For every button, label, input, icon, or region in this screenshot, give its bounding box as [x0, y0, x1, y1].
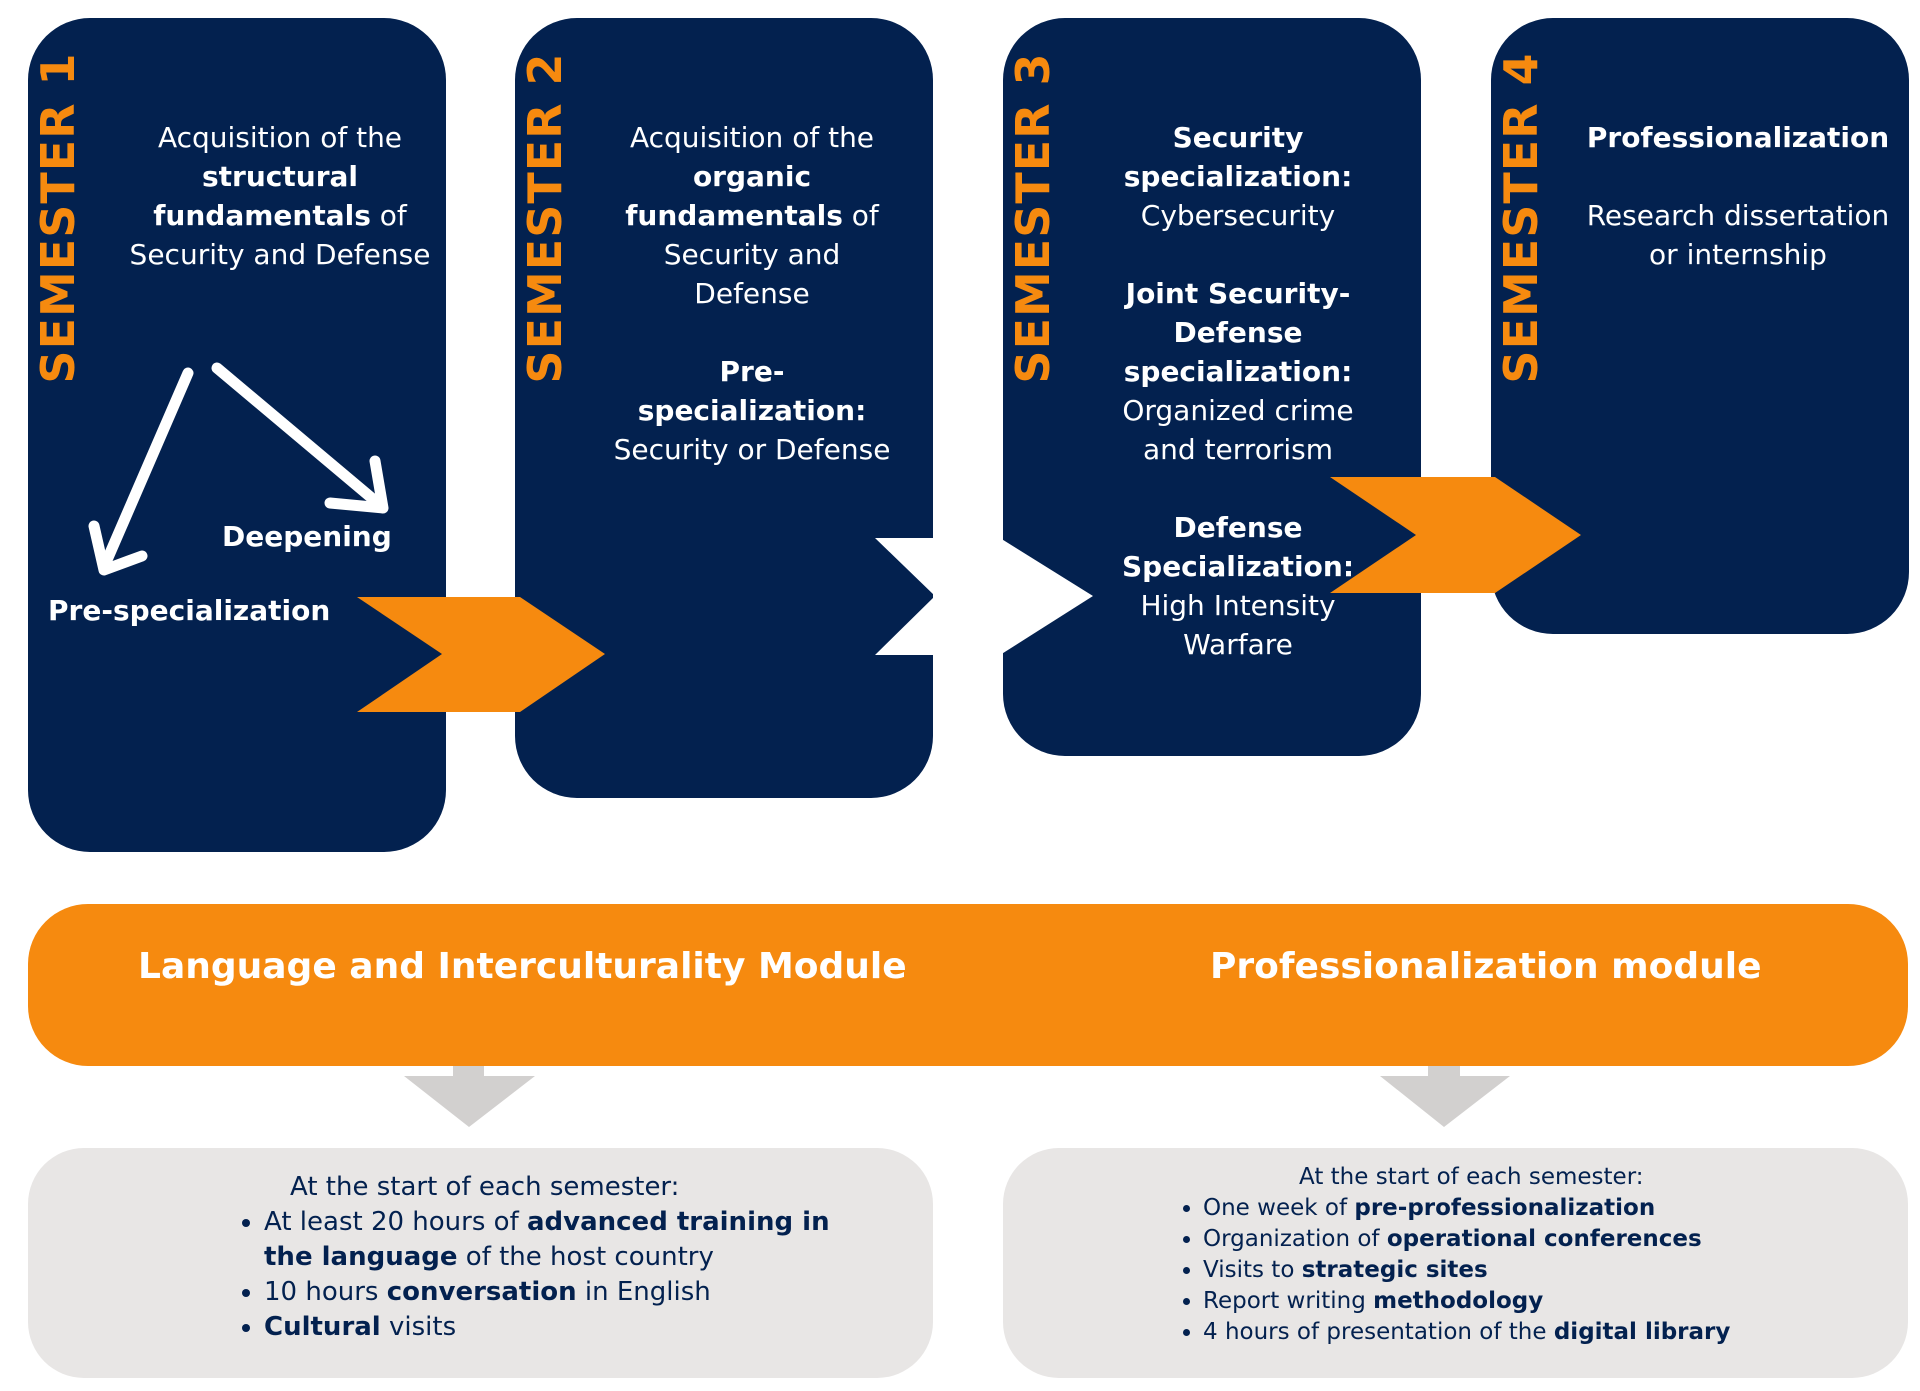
deepening-label: Deepening — [222, 520, 392, 553]
deepening-arrow — [211, 362, 386, 511]
prespecialization-arrow — [98, 367, 194, 573]
semester-4-text: Professionalization Research dissertatio… — [1586, 121, 1890, 271]
list-item: Cultural visits — [264, 1310, 873, 1345]
right-box-heading: At the start of each semester: — [1299, 1164, 1644, 1190]
professionalization-module-title: Professionalization module — [1210, 946, 1762, 987]
left-box-heading: At the start of each semester: — [290, 1172, 680, 1202]
list-item: 10 hours conversation in English — [264, 1275, 873, 1310]
language-module-title: Language and Interculturality Module — [138, 946, 907, 987]
language-module-details: At the start of each semester: At least … — [28, 1148, 933, 1378]
left-module-down-arrow — [404, 1052, 535, 1127]
list-item: Visits to strategic sites — [1203, 1255, 1868, 1286]
modules-band — [28, 904, 1908, 1066]
white-chevron-notch-right — [1000, 538, 1093, 655]
list-item: At least 20 hours of advanced training i… — [264, 1205, 873, 1275]
semester-3-text: Security specialization: Cybersecurity J… — [1121, 121, 1355, 661]
right-module-down-arrow — [1380, 1052, 1510, 1127]
list-item: 4 hours of presentation of the digital l… — [1203, 1317, 1868, 1348]
orange-chevron-1-2 — [357, 597, 605, 712]
orange-chevron-3-4 — [1330, 477, 1581, 593]
list-item: One week of pre-professionalization — [1203, 1193, 1868, 1224]
semester-1-text: Acquisition of the structural fundamenta… — [129, 121, 431, 271]
list-item: Organization of operational conferences — [1203, 1224, 1868, 1255]
semester-2-box: SEMESTER 2 Acquisition of the organic fu… — [515, 18, 933, 798]
right-box-list: One week of pre-professionalization Orga… — [1163, 1193, 1868, 1348]
white-chevron-notch-left — [875, 538, 940, 655]
professionalization-module-details: At the start of each semester: One week … — [1003, 1148, 1908, 1378]
semester-3-box: SEMESTER 3 Security specialization: Cybe… — [1003, 18, 1421, 756]
semester-1-box: SEMESTER 1 Acquisition of the structural… — [28, 18, 446, 852]
semester-2-text: Acquisition of the organic fundamentals … — [613, 121, 891, 466]
left-box-list: At least 20 hours of advanced training i… — [224, 1205, 873, 1345]
list-item: Report writing methodology — [1203, 1286, 1868, 1317]
prespecialization-label: Pre-specialization — [48, 594, 331, 627]
